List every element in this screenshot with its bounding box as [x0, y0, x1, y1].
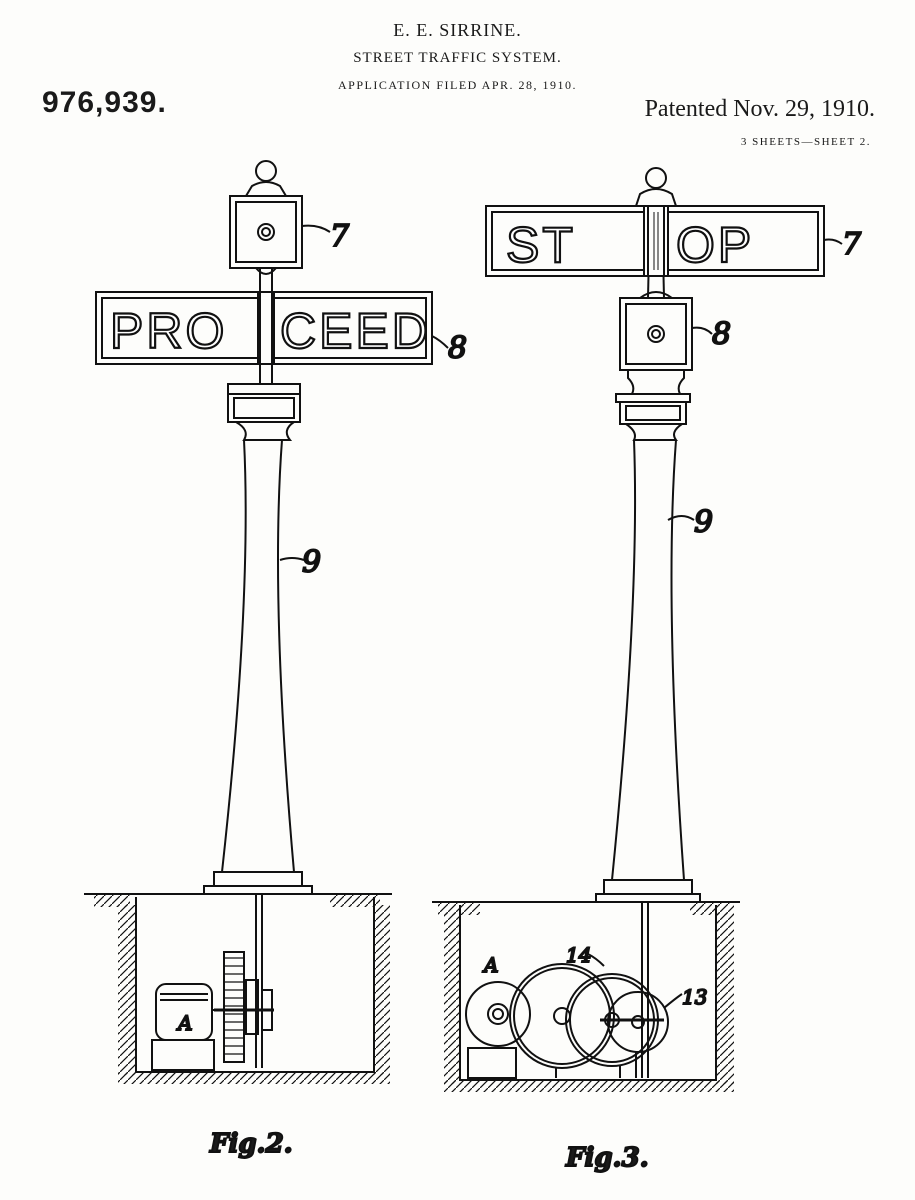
fig3-capital — [619, 401, 687, 425]
fig3-crank-disc — [607, 991, 669, 1053]
fig2-post-assembly — [203, 160, 313, 895]
fig2-proceed-sign: PRO CEED — [95, 291, 433, 365]
fig2-upper-sign-lens-core — [261, 227, 271, 237]
patented-date: Patented Nov. 29, 1910. — [644, 96, 875, 122]
fig3-stop-sign: ST OP — [485, 205, 825, 277]
fig2-ref-9: 9 — [302, 545, 321, 580]
fig3-post-base — [603, 879, 693, 895]
fig3-finial-cap — [634, 188, 678, 207]
fig3-post-shaft — [610, 439, 686, 881]
fig2-sign-text-left: PRO — [110, 303, 227, 359]
fig3-lower-assembly — [595, 297, 701, 903]
fig3-ref-13: 13 — [682, 985, 707, 1009]
fig2-motor-base — [151, 1039, 215, 1071]
application-filed: APPLICATION FILED APR. 28, 1910. — [337, 78, 577, 92]
fig2-finial — [255, 160, 277, 182]
fig2-sign-text-right: CEED — [280, 303, 431, 359]
fig2-pit-walls — [135, 897, 375, 1073]
fig2-pit — [84, 893, 392, 1084]
fig2-gear-small — [245, 979, 259, 1035]
fig2-motor — [155, 983, 213, 1041]
fig3-ref-8: 8 — [712, 317, 731, 352]
fig3-ref-9: 9 — [694, 505, 713, 540]
fig2-ref-7: 7 — [330, 219, 350, 254]
fig2-capital — [227, 393, 301, 423]
fig3-pit — [432, 901, 740, 1092]
fig2-post-base — [213, 871, 303, 887]
fig3-wheel-left — [509, 963, 615, 1069]
fig3-lower-sign-frame — [619, 297, 693, 371]
patent-title: STREET TRAFFIC SYSTEM. — [353, 50, 562, 66]
sheet-count: 3 SHEETS—SHEET 2. — [740, 136, 871, 148]
fig3-sign-text-right: OP — [676, 217, 754, 273]
fig3-motor-base — [467, 1047, 517, 1079]
fig2-ref-A: A — [176, 1011, 192, 1035]
fig3-pit-walls — [459, 905, 717, 1081]
fig3-ref-14: 14 — [566, 943, 591, 967]
fig2-ref7-leader — [301, 224, 331, 233]
fig2-upper-sign-frame — [229, 195, 303, 269]
fig2-caption: Fig.2. — [209, 1129, 293, 1159]
inventor-name: E. E. SIRRINE. — [393, 20, 522, 40]
fig3-motor — [465, 981, 531, 1047]
fig2-ref-8: 8 — [448, 331, 467, 366]
patent-number: 976,939. — [42, 86, 167, 119]
fig3-sign-text-left: ST — [506, 217, 576, 273]
fig2-gear-large — [223, 951, 245, 1063]
fig2-upper-sign-lens — [257, 223, 275, 241]
fig2-upper-sign-inner — [235, 201, 297, 263]
fig3-caption: Fig.3. — [565, 1143, 649, 1173]
fig2-finial-cap — [244, 181, 288, 197]
fig3-finial — [645, 167, 667, 189]
fig3-ref-A: A — [482, 953, 498, 977]
fig3-ref-7: 7 — [842, 227, 862, 262]
fig2-post-shaft — [220, 439, 296, 873]
